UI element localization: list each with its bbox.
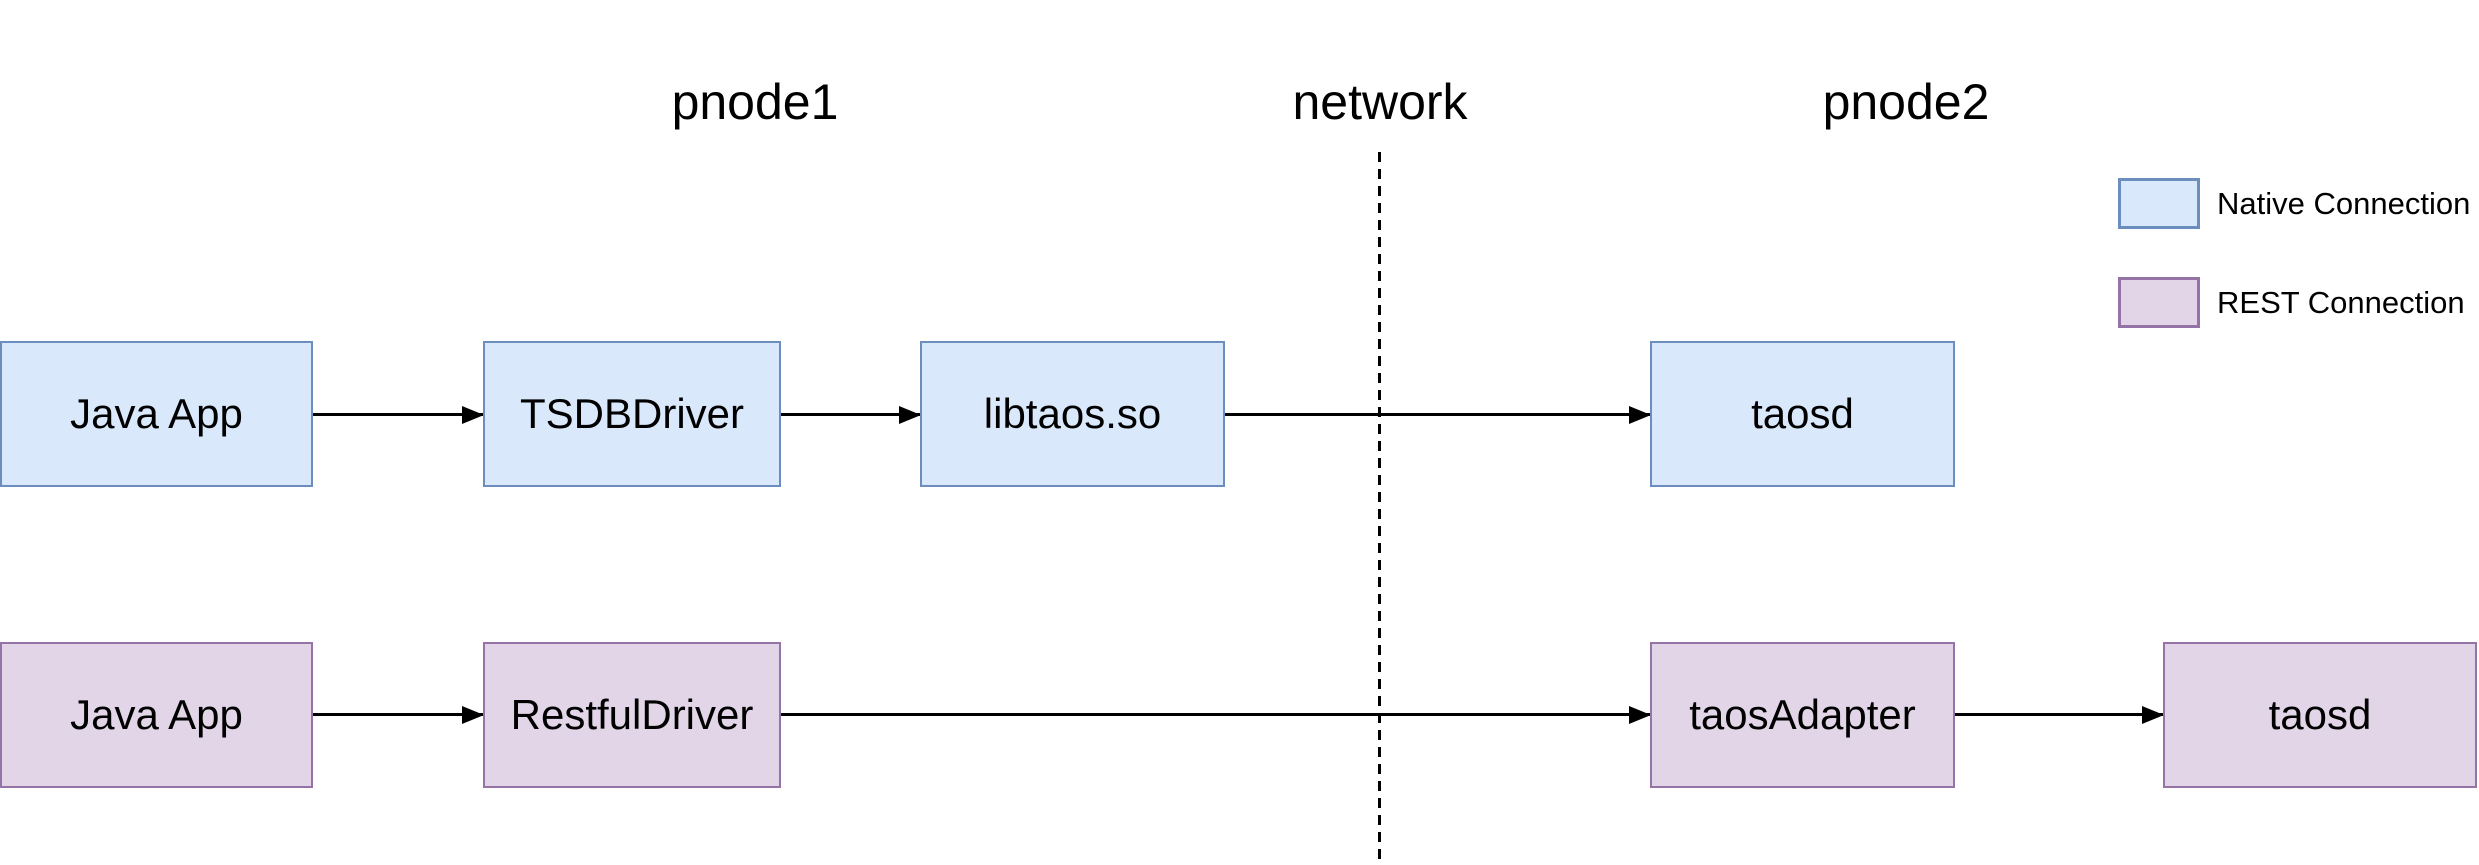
section-label-pnode1: pnode1	[671, 74, 839, 130]
arrow-libtaos-to-taosd	[1225, 413, 1650, 416]
node-taosadapter: taosAdapter	[1650, 642, 1955, 788]
node-restfuldriver: RestfulDriver	[483, 642, 781, 788]
node-libtaos-so: libtaos.so	[920, 341, 1225, 487]
arrow-tsdbdriver-to-libtaos	[781, 413, 920, 416]
legend-swatch-rest-connection	[2118, 277, 2200, 328]
network-divider-dashed-line	[1378, 152, 1381, 865]
arrow-taosadapter-to-taosd	[1955, 713, 2163, 716]
legend-item-rest-connection: REST Connection	[2118, 277, 2465, 328]
arrow-javaapp-to-tsdbdriver	[313, 413, 483, 416]
legend-label-rest-connection: REST Connection	[2217, 284, 2465, 320]
section-label-network: network	[1292, 74, 1468, 130]
arrow-restfuldriver-to-taosadapter	[781, 713, 1650, 716]
node-java-app-rest: Java App	[0, 642, 313, 788]
legend-label-native-connection: Native Connection	[2217, 185, 2471, 221]
arrow-javaapp-to-restfuldriver	[313, 713, 483, 716]
node-taosd-native: taosd	[1650, 341, 1955, 487]
node-tsdbdriver: TSDBDriver	[483, 341, 781, 487]
legend-item-native-connection: Native Connection	[2118, 178, 2470, 229]
legend-swatch-native-connection	[2118, 178, 2200, 229]
node-java-app-native: Java App	[0, 341, 313, 487]
section-label-pnode2: pnode2	[1822, 74, 1990, 130]
node-taosd-rest: taosd	[2163, 642, 2477, 788]
